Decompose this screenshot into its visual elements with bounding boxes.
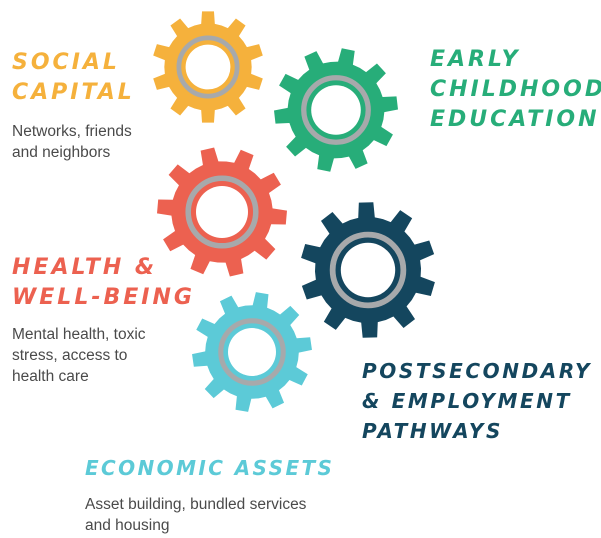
social-capital-description: Networks, friends and neighbors	[12, 121, 132, 163]
social-capital-desc-line-1: Networks, friends	[12, 123, 132, 140]
social-capital-title-line-1: SOCIAL	[12, 50, 120, 75]
early-childhood-title-line-2: CHILDHOOD	[430, 77, 601, 102]
health-desc-line-3: health care	[12, 368, 89, 385]
gear-ring	[185, 175, 259, 249]
gear-hole	[228, 328, 276, 376]
health-description: Mental health, toxic stress, access to h…	[12, 324, 146, 387]
health-desc-line-1: Mental health, toxic	[12, 326, 146, 343]
postsecondary-title-line-2: & EMPLOYMENT	[362, 389, 572, 413]
gear-body	[301, 202, 435, 338]
gear-ring	[218, 318, 286, 386]
postsecondary-title: POSTSECONDARY & EMPLOYMENT PATHWAYS	[362, 356, 592, 446]
health-title-line-2: WELL-BEING	[12, 285, 195, 310]
gear-hole	[196, 186, 248, 238]
gear-hole	[185, 44, 231, 90]
economic-assets-description: Asset building, bundled services and hou…	[85, 494, 306, 536]
health-title: HEALTH & WELL-BEING	[12, 253, 195, 313]
social-capital-desc-line-2: and neighbors	[12, 144, 111, 161]
gear-body	[153, 11, 263, 123]
early-childhood-title: EARLY CHILDHOOD EDUCATION	[430, 45, 601, 135]
gear-hole	[311, 85, 361, 135]
economic-desc-line-2: and housing	[85, 517, 170, 534]
early-childhood-title-line-1: EARLY	[430, 47, 521, 72]
gear-hole	[340, 242, 396, 298]
postsecondary-title-line-1: POSTSECONDARY	[362, 359, 593, 383]
economic-assets-title: ECONOMIC ASSETS	[85, 453, 334, 483]
social-capital-title: SOCIAL CAPITAL	[12, 48, 135, 108]
health-title-line-1: HEALTH &	[12, 255, 158, 280]
early-childhood-title-line-3: EDUCATION	[430, 107, 600, 132]
health-desc-line-2: stress, access to	[12, 347, 128, 364]
postsecondary-title-line-3: PATHWAYS	[362, 419, 503, 443]
gear-body	[157, 147, 287, 277]
economic-assets-title-line-1: ECONOMIC ASSETS	[85, 456, 335, 480]
gear-body	[274, 48, 398, 172]
economic-desc-line-1: Asset building, bundled services	[85, 496, 307, 513]
social-capital-title-line-2: CAPITAL	[12, 80, 135, 105]
gear-body	[192, 292, 312, 412]
gear-ring	[329, 231, 407, 309]
gear-ring	[301, 75, 371, 145]
gear-ring	[176, 35, 240, 99]
